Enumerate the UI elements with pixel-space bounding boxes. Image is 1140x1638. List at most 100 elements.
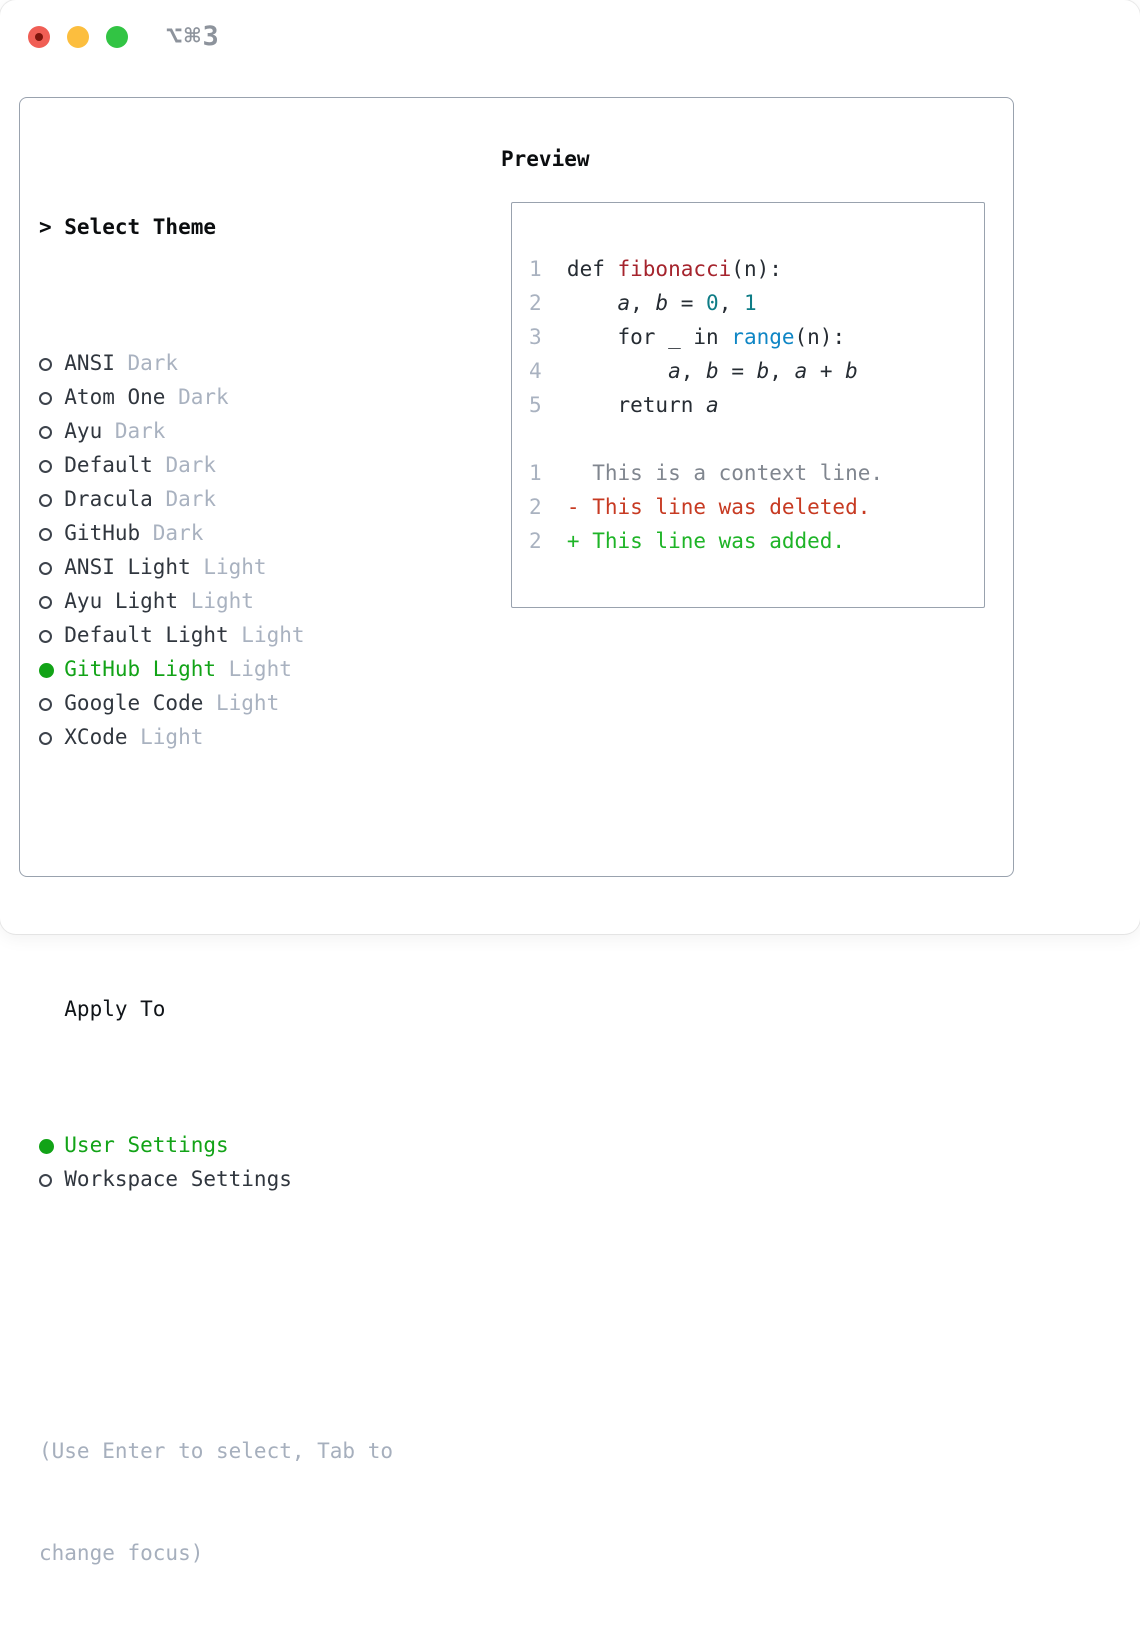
token-var: b [756, 359, 770, 383]
token-var: a [617, 291, 631, 315]
code-line: 2- This line was deleted. [529, 490, 976, 524]
radio-unselected-icon [39, 414, 64, 448]
token-var: b [845, 359, 858, 383]
token-plain: return [566, 393, 706, 417]
radio-unselected-icon [39, 516, 64, 550]
theme-variant: Light [216, 691, 280, 715]
theme-variant: Dark [114, 419, 166, 443]
code-line [529, 422, 976, 456]
line-number: 1 [529, 257, 542, 281]
theme-variant: Dark [165, 453, 217, 477]
preview-title: Preview [501, 147, 590, 171]
token-func: fibonacci [617, 257, 732, 281]
radio-circle [39, 630, 52, 643]
radio-circle [39, 1139, 54, 1154]
theme-name: Default [64, 453, 153, 477]
token-var: a [794, 359, 808, 383]
radio-unselected-icon [39, 482, 64, 516]
theme-name: XCode [64, 725, 128, 749]
code-line: 1 This is a context line. [529, 456, 976, 490]
theme-option-default-light[interactable]: Default Light Light [39, 618, 393, 652]
radio-circle [39, 596, 52, 609]
radio-circle [39, 358, 52, 371]
line-number: 5 [529, 393, 542, 417]
theme-name: ANSI Light [64, 555, 191, 579]
theme-option-default[interactable]: Default Dark [39, 448, 393, 482]
theme-option-google-code[interactable]: Google Code Light [39, 686, 393, 720]
apply-option-workspace-settings[interactable]: Workspace Settings [39, 1162, 393, 1196]
select-theme-header: > Select Theme [39, 210, 393, 244]
apply-option-label: Workspace Settings [64, 1167, 292, 1191]
radio-unselected-icon [39, 584, 64, 618]
token-plain: def [566, 257, 618, 281]
theme-name: Dracula [64, 487, 153, 511]
radio-circle [39, 494, 52, 507]
radio-unselected-icon [39, 686, 64, 720]
hint-line-1: (Use Enter to select, Tab to [39, 1439, 394, 1463]
line-number: 1 [529, 461, 542, 485]
token-plain: , [718, 291, 744, 315]
close-button-icon[interactable] [28, 26, 50, 48]
theme-variant: Light [228, 657, 292, 681]
line-number: 4 [529, 359, 542, 383]
theme-name: GitHub [64, 521, 141, 545]
token-plain: (n): [794, 325, 846, 349]
token-plain: , [769, 359, 795, 383]
token-plain: = [668, 291, 707, 315]
theme-name: Google Code [64, 691, 204, 715]
line-number: 3 [529, 325, 542, 349]
code-preview-box: 1 def fibonacci (n): 2 a, b = 0, 1 3 for _ i… [511, 202, 985, 608]
radio-unselected-icon [39, 448, 64, 482]
theme-name: GitHub Light [64, 657, 216, 681]
token-plain [567, 359, 668, 383]
radio-circle [39, 392, 52, 405]
zoom-button-icon[interactable] [106, 26, 128, 48]
code-line: 3 for _ in range(n): [529, 320, 976, 354]
minimize-button-icon[interactable] [67, 26, 89, 48]
theme-name: Ayu Light [64, 589, 179, 613]
apply-option-label: User Settings [64, 1133, 229, 1157]
radio-unselected-icon [39, 720, 64, 754]
spacer [39, 856, 393, 890]
theme-variant: Light [241, 623, 305, 647]
token-plain: for _ in [566, 325, 732, 349]
hint-line-2: change focus) [39, 1541, 204, 1565]
radio-selected-icon [39, 652, 64, 686]
apply-to-header: Apply To [39, 992, 393, 1026]
radio-circle [39, 460, 52, 473]
radio-circle [39, 528, 52, 541]
line-number: 2 [529, 291, 542, 315]
radio-circle [39, 663, 54, 678]
token-num: 0 [706, 291, 719, 315]
radio-unselected-icon [39, 618, 64, 652]
radio-circle [39, 562, 52, 575]
cursor-prompt-icon: > [39, 215, 52, 239]
token-add: + This line was added. [566, 529, 846, 553]
token-del: - This line was deleted. [566, 495, 871, 519]
theme-name: Default Light [64, 623, 229, 647]
theme-variant: Dark [165, 487, 217, 511]
theme-option-github-light[interactable]: GitHub Light Light [39, 652, 393, 686]
code-line: 2+ This line was added. [529, 524, 976, 558]
radio-circle [39, 426, 52, 439]
code-line: 4 a, b = b, a + b [529, 354, 976, 388]
list-title: Select Theme [64, 215, 216, 239]
radio-unselected-icon [39, 1162, 64, 1196]
token-plain: + [807, 359, 846, 383]
apply-to-title: Apply To [64, 997, 166, 1021]
apply-option-user-settings[interactable]: User Settings [39, 1128, 393, 1162]
radio-circle [39, 698, 52, 711]
token-num: 1 [744, 291, 757, 315]
theme-option-dracula[interactable]: Dracula Dark [39, 482, 393, 516]
token-plain: , [680, 359, 707, 383]
